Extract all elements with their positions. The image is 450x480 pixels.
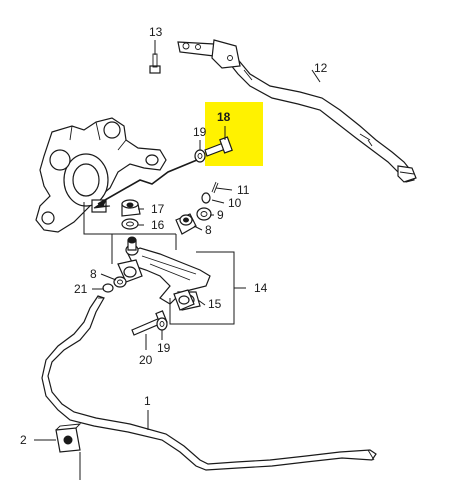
callout-9: 9 — [217, 208, 224, 222]
assembly-arrow — [93, 159, 198, 209]
callout-2: 2 — [20, 433, 27, 447]
callout-14: 14 — [254, 281, 268, 295]
part-16-washer — [121, 218, 139, 230]
part-13-bolt — [149, 53, 161, 74]
part-10-nut — [201, 192, 211, 204]
part-12-rod — [177, 39, 417, 183]
callout-16: 16 — [151, 218, 165, 232]
highlight-box-18 — [205, 102, 263, 166]
callout-18: 18 — [217, 110, 231, 124]
part-19-washer-lower — [156, 317, 168, 331]
part-1-stabilizer-bar — [41, 295, 377, 471]
part-14-control-arm — [117, 236, 211, 311]
part-8-bushing-upper — [175, 213, 197, 235]
callout-19-lower: 19 — [157, 341, 171, 355]
part-9-bushing — [196, 207, 212, 221]
callout-8-upper: 8 — [205, 223, 212, 237]
part-21-washer — [102, 283, 114, 293]
part-8-bushing-lower — [113, 276, 127, 288]
callout-19-top: 19 — [193, 125, 207, 139]
part-15-bushing — [173, 289, 195, 311]
steering-knuckle — [35, 117, 167, 233]
part-2-bushing-block — [55, 423, 82, 453]
callout-10: 10 — [228, 196, 242, 210]
callout-20: 20 — [139, 353, 153, 367]
callout-1: 1 — [144, 394, 151, 408]
callout-17: 17 — [151, 202, 165, 216]
bracket-16-17 — [83, 202, 176, 264]
bracket-14 — [169, 234, 235, 325]
part-18-bolt — [204, 136, 233, 157]
part-11-cotter-pin — [211, 181, 219, 194]
callout-8-lower: 8 — [90, 267, 97, 281]
callout-15: 15 — [208, 297, 222, 311]
part-17-bushing — [121, 199, 141, 217]
callout-11: 11 — [237, 183, 250, 197]
callout-12: 12 — [314, 61, 328, 75]
leader-lines — [34, 40, 321, 480]
callout-13: 13 — [149, 25, 163, 39]
callout-21: 21 — [74, 282, 88, 296]
